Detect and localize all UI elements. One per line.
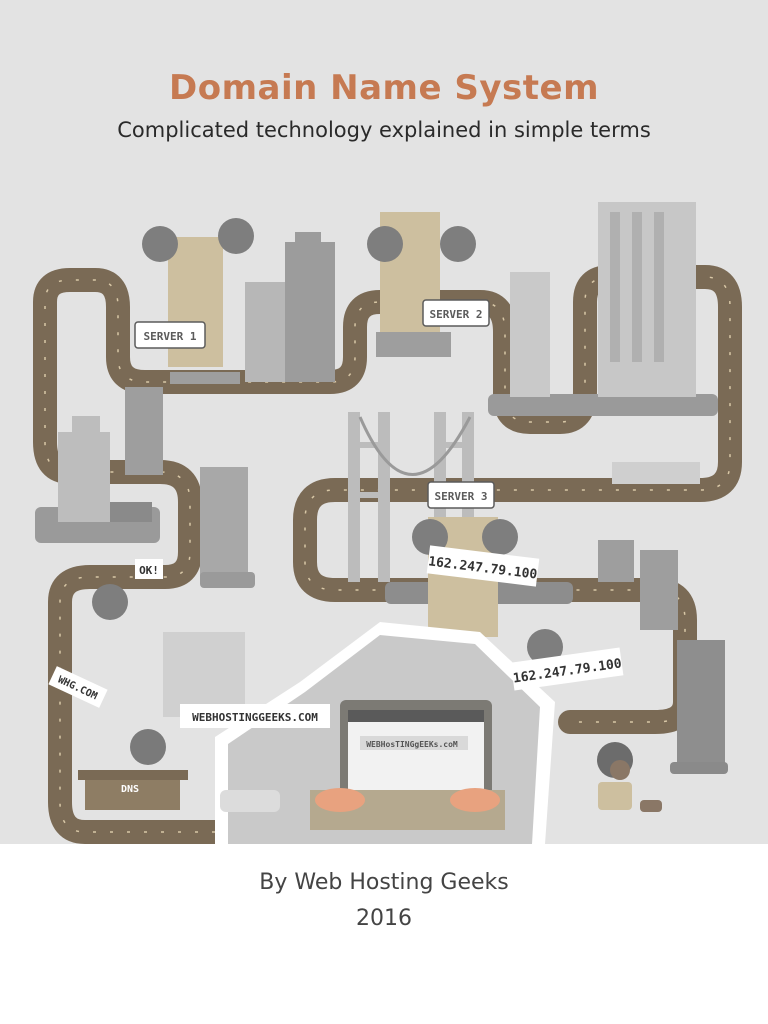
center-buildings bbox=[245, 232, 335, 382]
address-bar-text: WEBHosTINGgEEKs.coM bbox=[366, 740, 458, 749]
person-with-dog bbox=[597, 742, 662, 812]
robot-characters bbox=[92, 218, 563, 665]
server-1-sign: SERVER 1 bbox=[134, 321, 206, 349]
right-small-buildings bbox=[598, 540, 728, 774]
page-subtitle: Complicated technology explained in simp… bbox=[117, 118, 651, 142]
server-3-label: SERVER 3 bbox=[435, 490, 488, 503]
browser-address-bar: WEBHosTINGgEEKs.coM bbox=[360, 736, 468, 750]
right-tower bbox=[488, 202, 718, 484]
server-3-sign: SERVER 3 bbox=[427, 481, 495, 509]
domain-tag: WEBHOSTINGGEEKS.COM bbox=[180, 704, 330, 728]
ok-bubble: OK! bbox=[135, 559, 163, 579]
dns-illustration: SERVER 1 SERVER 2 SERVER 3 162.247.79.10… bbox=[0, 172, 768, 844]
server-1-label: SERVER 1 bbox=[144, 330, 197, 343]
publication-year: 2016 bbox=[356, 906, 412, 931]
page-title: Domain Name System bbox=[169, 68, 599, 108]
byline: By Web Hosting Geeks bbox=[259, 870, 509, 895]
illustration-canvas: SERVER 1 SERVER 2 SERVER 3 162.247.79.10… bbox=[33, 202, 742, 844]
ok-label: OK! bbox=[139, 564, 159, 577]
dns-box bbox=[78, 632, 245, 810]
domain-tag-label: WEBHOSTINGGEEKS.COM bbox=[192, 711, 318, 724]
server-2-sign: SERVER 2 bbox=[422, 299, 490, 327]
left-buildings bbox=[35, 387, 255, 588]
header-band: Domain Name System Complicated technolog… bbox=[0, 0, 768, 172]
ip-lower-sign: 162.247.79.100 bbox=[510, 647, 624, 691]
dns-label: DNS bbox=[121, 784, 139, 795]
laptop-scene bbox=[215, 622, 555, 844]
footer bbox=[0, 844, 768, 1024]
server-2-label: SERVER 2 bbox=[430, 308, 483, 321]
